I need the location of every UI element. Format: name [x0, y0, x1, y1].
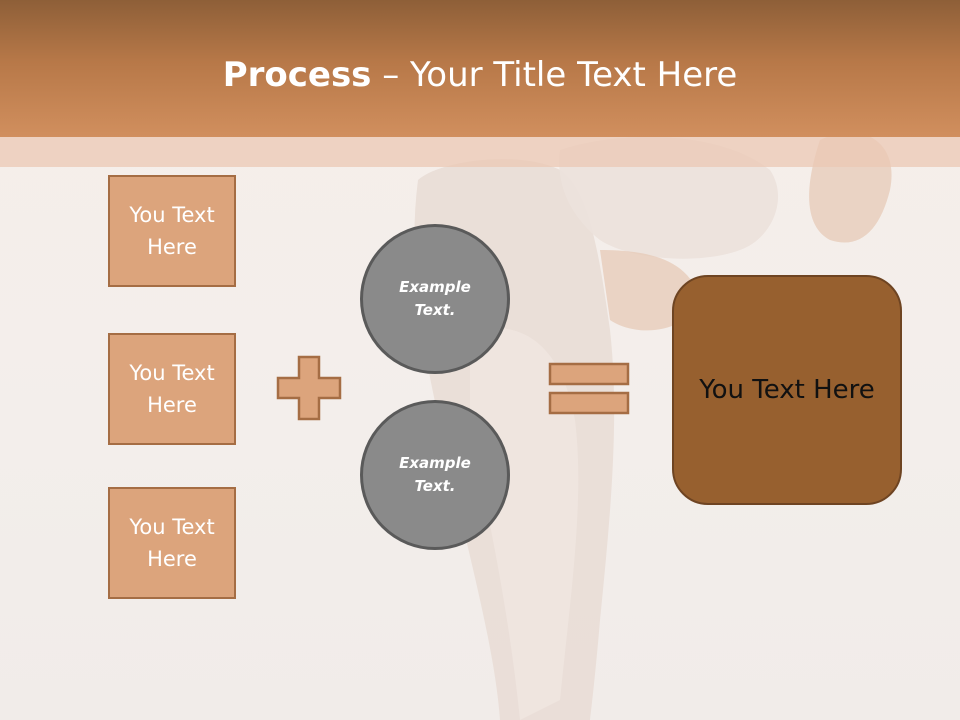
example-circle-1[interactable]: Example Text.	[360, 224, 510, 374]
title-bar-band	[0, 137, 960, 167]
title-bar	[0, 0, 960, 137]
result-box[interactable]: You Text Here	[672, 275, 902, 505]
example-circle-2[interactable]: Example Text.	[360, 400, 510, 550]
text-box-label: You Text Here	[129, 515, 215, 571]
text-box-2[interactable]: You Text Here	[108, 333, 236, 445]
text-box-label: You Text Here	[129, 361, 215, 417]
plus-icon	[276, 355, 342, 421]
text-box-label: You Text Here	[129, 203, 215, 259]
circle-label: Example Text.	[399, 454, 471, 495]
circle-label: Example Text.	[399, 278, 471, 319]
title-bold: Process	[222, 55, 372, 95]
equals-icon	[548, 362, 630, 415]
text-box-3[interactable]: You Text Here	[108, 487, 236, 599]
slide-title[interactable]: Process – Your Title Text Here	[0, 54, 960, 96]
title-rest: – Your Title Text Here	[371, 55, 738, 95]
result-label: You Text Here	[699, 375, 875, 405]
text-box-1[interactable]: You Text Here	[108, 175, 236, 287]
